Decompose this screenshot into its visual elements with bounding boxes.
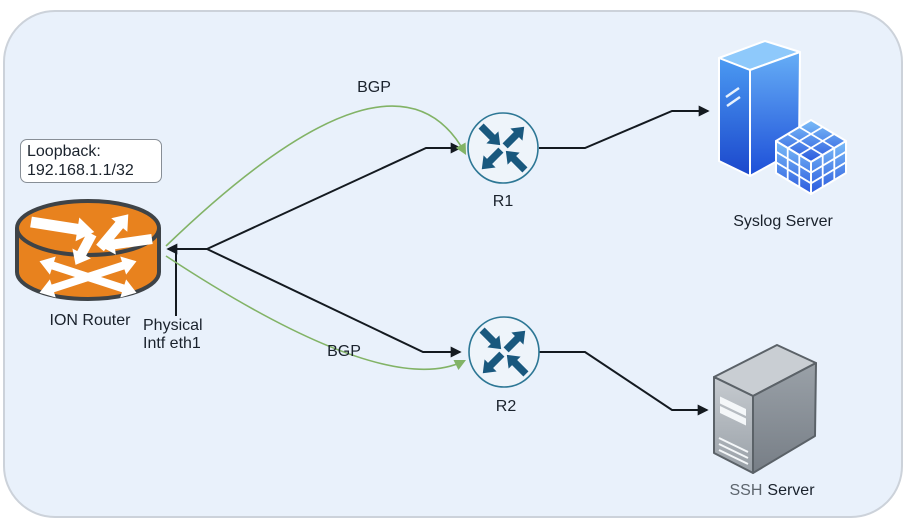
data-cube-icon	[775, 119, 847, 195]
bgp-curve-ion-to-r2	[165, 255, 467, 371]
r2-router-icon	[468, 316, 540, 388]
server-bay-slot	[720, 396, 746, 416]
ion-router-icon	[15, 199, 161, 301]
server-vent-lines	[718, 437, 749, 465]
r2-label: R2	[495, 398, 517, 415]
r1-label: R1	[492, 193, 514, 210]
connector-lines	[165, 105, 710, 416]
arrow-r1-to-syslog	[539, 105, 710, 149]
server-bay-slot	[720, 406, 746, 426]
server-vent-slashes	[725, 86, 741, 108]
bgp-curve-ion-to-r1	[165, 105, 467, 247]
loopback-title: Loopback:	[27, 143, 101, 160]
bgp-label-r2: BGP	[327, 343, 361, 360]
bgp-label-r1: BGP	[357, 79, 391, 96]
loopback-ip: 192.168.1.1/32	[27, 162, 134, 179]
loopback-address-label: Loopback: 192.168.1.1/32	[20, 139, 162, 183]
physical-interface-label: Physical Intf eth1	[143, 317, 203, 353]
arrow-ion-to-r2	[206, 248, 462, 358]
physical-line1: Physical	[143, 317, 203, 334]
ssh-label-part1: SSH	[729, 482, 763, 499]
ion-router-label: ION Router	[49, 312, 131, 329]
syslog-server-label: Syslog Server	[733, 213, 833, 230]
syslog-server-icon	[718, 40, 847, 195]
r1-router-icon	[467, 112, 539, 184]
physical-line2: Intf eth1	[143, 335, 201, 352]
ssh-label-part2: Server	[767, 482, 815, 499]
ssh-server-icon	[713, 344, 817, 474]
arrow-ion-to-r1	[206, 142, 462, 250]
arrow-r2-to-ssh	[539, 351, 709, 416]
